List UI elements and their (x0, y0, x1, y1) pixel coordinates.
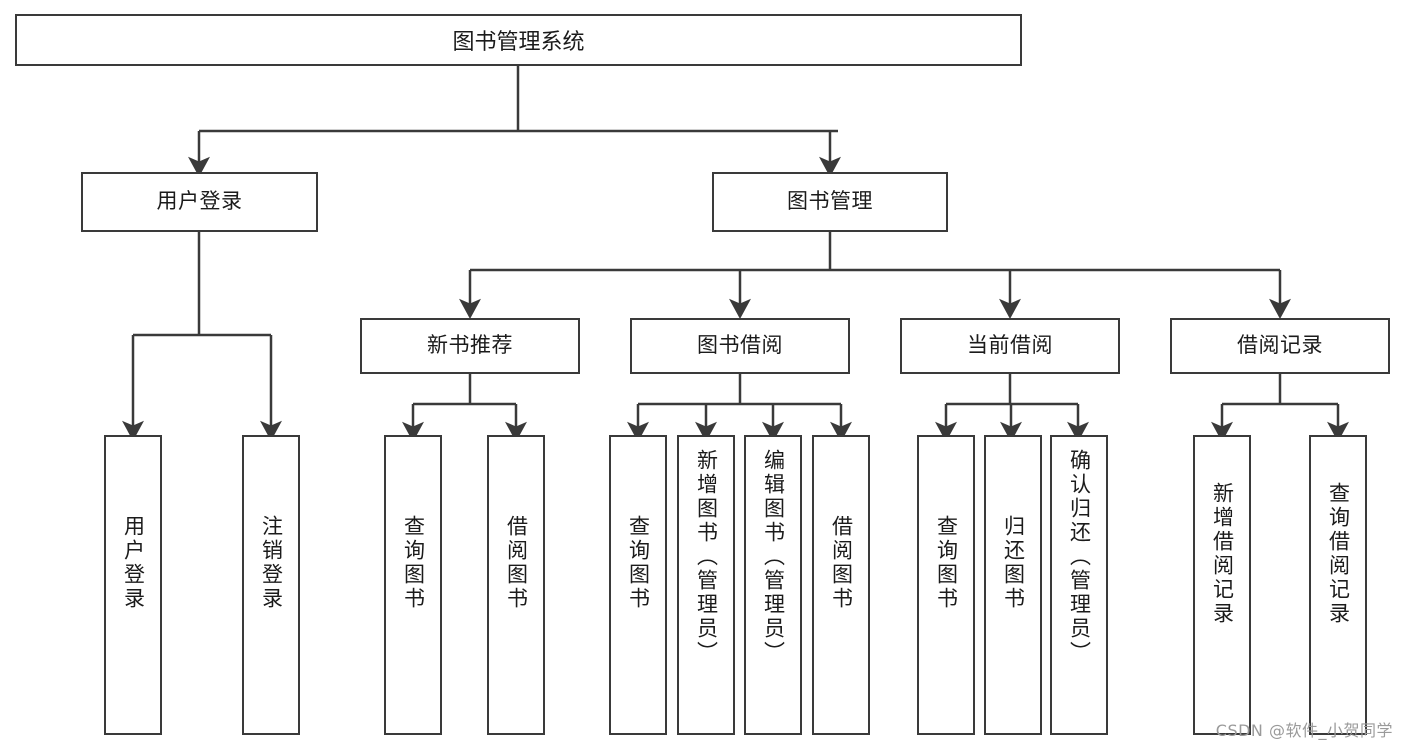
leaf-query-borrow-record[interactable]: 查询借阅记录 (1309, 435, 1367, 735)
node-label: 查询图书 (934, 515, 959, 611)
node-label: 查询图书 (401, 515, 426, 611)
leaf-borrow-book[interactable]: 借阅图书 (812, 435, 870, 735)
leaf-borrow-book-recommend[interactable]: 借阅图书 (487, 435, 545, 735)
node-label: 用户登录 (156, 189, 243, 214)
node-new-book-recommend[interactable]: 新书推荐 (360, 318, 580, 374)
node-book-borrow[interactable]: 图书借阅 (630, 318, 850, 374)
node-label: 图书借阅 (697, 333, 783, 358)
watermark-text: CSDN @软件_小贺同学 (1215, 721, 1393, 740)
leaf-add-book-admin[interactable]: 新增图书（管理员） (677, 435, 735, 735)
node-root-system[interactable]: 图书管理系统 (15, 14, 1022, 66)
node-label: 查询借阅记录 (1326, 482, 1351, 626)
node-book-management[interactable]: 图书管理 (712, 172, 948, 232)
node-borrow-record[interactable]: 借阅记录 (1170, 318, 1390, 374)
node-label: 新增图书（管理员） (694, 449, 719, 665)
node-label: 归还图书 (1001, 515, 1026, 611)
leaf-query-book-recommend[interactable]: 查询图书 (384, 435, 442, 735)
leaf-edit-book-admin[interactable]: 编辑图书（管理员） (744, 435, 802, 735)
node-label: 借阅图书 (829, 515, 854, 611)
leaf-add-borrow-record[interactable]: 新增借阅记录 (1193, 435, 1251, 735)
leaf-return-book[interactable]: 归还图书 (984, 435, 1042, 735)
node-label: 新增借阅记录 (1210, 482, 1235, 626)
leaf-confirm-return-admin[interactable]: 确认归还（管理员） (1050, 435, 1108, 735)
node-label: 编辑图书（管理员） (761, 449, 786, 665)
node-label: 新书推荐 (427, 333, 513, 358)
node-label: 图书管理系统 (452, 30, 585, 55)
node-label: 图书管理 (787, 189, 873, 214)
leaf-logout[interactable]: 注销登录 (242, 435, 300, 735)
node-label: 查询图书 (626, 515, 651, 611)
node-label: 用户登录 (121, 515, 146, 611)
leaf-query-book-current[interactable]: 查询图书 (917, 435, 975, 735)
node-current-borrow[interactable]: 当前借阅 (900, 318, 1120, 374)
node-label: 当前借阅 (967, 333, 1053, 358)
node-label: 借阅图书 (504, 515, 529, 611)
leaf-query-book-borrow[interactable]: 查询图书 (609, 435, 667, 735)
node-label: 注销登录 (259, 515, 284, 611)
leaf-user-login[interactable]: 用户登录 (104, 435, 162, 735)
node-user-login[interactable]: 用户登录 (81, 172, 318, 232)
node-label: 借阅记录 (1237, 333, 1323, 358)
node-label: 确认归还（管理员） (1067, 449, 1092, 665)
